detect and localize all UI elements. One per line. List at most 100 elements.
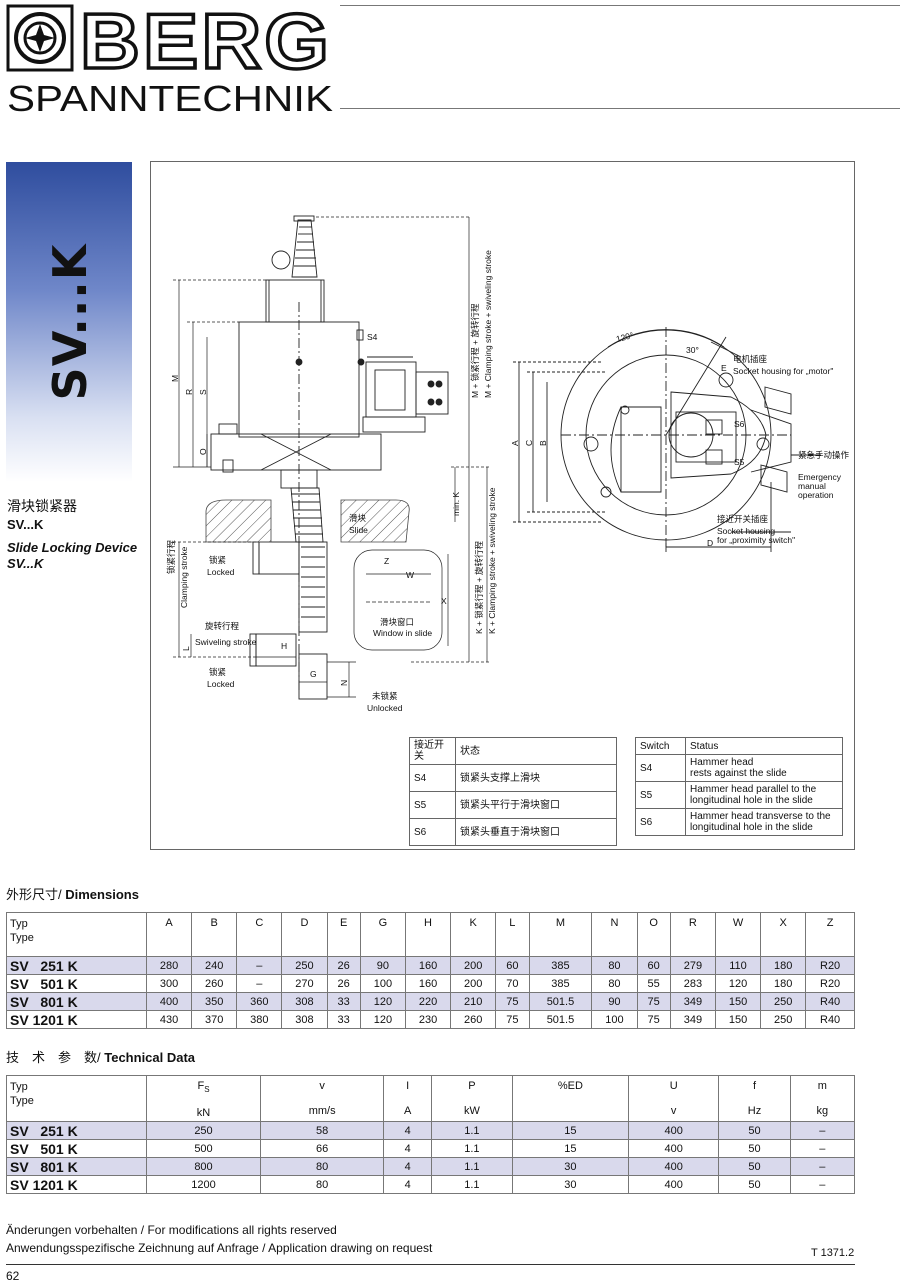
row-type: SV 501 K [6, 974, 147, 993]
header-rule-top [340, 5, 900, 6]
label-n: N [339, 679, 349, 686]
row-type: SV 1201 K [6, 1175, 147, 1194]
switch-zh-header-0: 接近开关 [409, 737, 456, 765]
sidebar-vertical-code: SV...K [43, 243, 97, 401]
table-cell: 200 [450, 974, 497, 993]
table-cell: 4 [383, 1139, 433, 1158]
col-symbol: I [406, 1080, 410, 1092]
table-cell: 1.1 [431, 1175, 513, 1194]
table-cell: 26 [326, 956, 361, 975]
table-cell: 370 [191, 1010, 238, 1029]
table-cell: 160 [404, 956, 452, 975]
label-a: A [510, 440, 520, 446]
table-cell: 150 [714, 1010, 762, 1029]
label-w: W [406, 570, 415, 580]
table-cell: 200 [450, 956, 497, 975]
table-cell: 58 [259, 1121, 385, 1140]
table-cell: 1.1 [431, 1139, 513, 1158]
table-cell: 80 [591, 956, 638, 975]
row-type: SV 501 K [6, 1139, 147, 1158]
table-cell: 4 [383, 1121, 433, 1140]
col-unit: v [670, 1105, 677, 1117]
table-cell: 100 [591, 1010, 638, 1029]
table-cell: 283 [669, 974, 716, 993]
table-cell: 260 [191, 974, 238, 993]
switch-zh-cell: S6 [409, 818, 456, 846]
dim-col-header: O [636, 912, 671, 957]
col-unit: A [403, 1105, 412, 1117]
header-type: Type [10, 932, 34, 945]
technical-title: 技 术 参 数/ Technical Data [6, 1047, 195, 1066]
label-min-k: min. K [451, 491, 461, 516]
dim-col-header: R [669, 912, 716, 957]
label-r: R [184, 388, 194, 395]
table-cell: 30 [511, 1157, 630, 1176]
label-s: S [198, 389, 208, 395]
dimensions-title: 外形尺寸/ Dimensions [6, 884, 139, 903]
label-locked1-zh: 锁紧 [209, 555, 227, 565]
tagline-text: SPANNTECHNIK [7, 78, 333, 116]
col-subscript: S [204, 1085, 210, 1095]
label-motor-zh: 电机插座 [733, 354, 768, 364]
table-cell: 60 [495, 956, 530, 975]
row-type: SV 801 K [6, 992, 147, 1011]
label-locked2-zh: 锁紧 [209, 667, 227, 677]
technical-title-zh: 技 术 参 数/ [6, 1050, 101, 1065]
table-cell: – [789, 1121, 856, 1140]
dim-col-header: G [359, 912, 406, 957]
switch-zh-cell: S4 [409, 764, 456, 792]
dim-col-header: Z [805, 912, 855, 957]
table-cell: 308 [281, 1010, 328, 1029]
label-o: O [198, 448, 208, 455]
table-cell: 80 [259, 1175, 385, 1194]
table-cell: 70 [495, 974, 530, 993]
label-emergency-zh: 紧急手动操作 [798, 450, 850, 460]
table-cell: 260 [450, 1010, 497, 1029]
table-cell: 800 [146, 1157, 261, 1176]
tech-col-header: %ED [511, 1075, 630, 1122]
table-cell: 400 [628, 1157, 720, 1176]
table-cell: 400 [145, 992, 193, 1011]
table-cell: 349 [669, 1010, 716, 1029]
table-cell: R40 [805, 992, 855, 1011]
table-cell: 15 [511, 1139, 630, 1158]
table-cell: 270 [281, 974, 328, 993]
table-cell: 50 [718, 1139, 791, 1158]
table-cell: 385 [528, 974, 593, 993]
header-rule-bottom [340, 108, 900, 109]
status-line: longitudinal hole in the slide [690, 822, 813, 833]
label-emergency-en3: operation [798, 490, 834, 500]
switch-en-cell: S5 [635, 781, 686, 809]
table-cell: 150 [714, 992, 762, 1011]
footer-line-1: Änderungen vorbehalten / For modificatio… [6, 1223, 337, 1237]
row-type: SV 801 K [6, 1157, 147, 1176]
table-cell: 75 [636, 1010, 671, 1029]
footer-rule [6, 1264, 855, 1265]
col-symbol: f [752, 1080, 757, 1092]
col-symbol: m [817, 1080, 827, 1092]
label-angle-30: 30° [686, 345, 699, 355]
table-cell: 75 [636, 992, 671, 1011]
label-slide-en: Slide [349, 525, 368, 535]
table-cell: 50 [718, 1175, 791, 1194]
status-line: Hammer head parallel to the [690, 784, 817, 795]
row-type: SV 251 K [6, 956, 147, 975]
product-code: SV...K [7, 517, 44, 532]
dim-col-header: E [326, 912, 361, 957]
table-cell: 50 [718, 1157, 791, 1176]
table-cell: 120 [359, 1010, 406, 1029]
dim-col-header: N [591, 912, 638, 957]
brand-text: BERG [80, 4, 332, 85]
dim-col-header: H [404, 912, 452, 957]
